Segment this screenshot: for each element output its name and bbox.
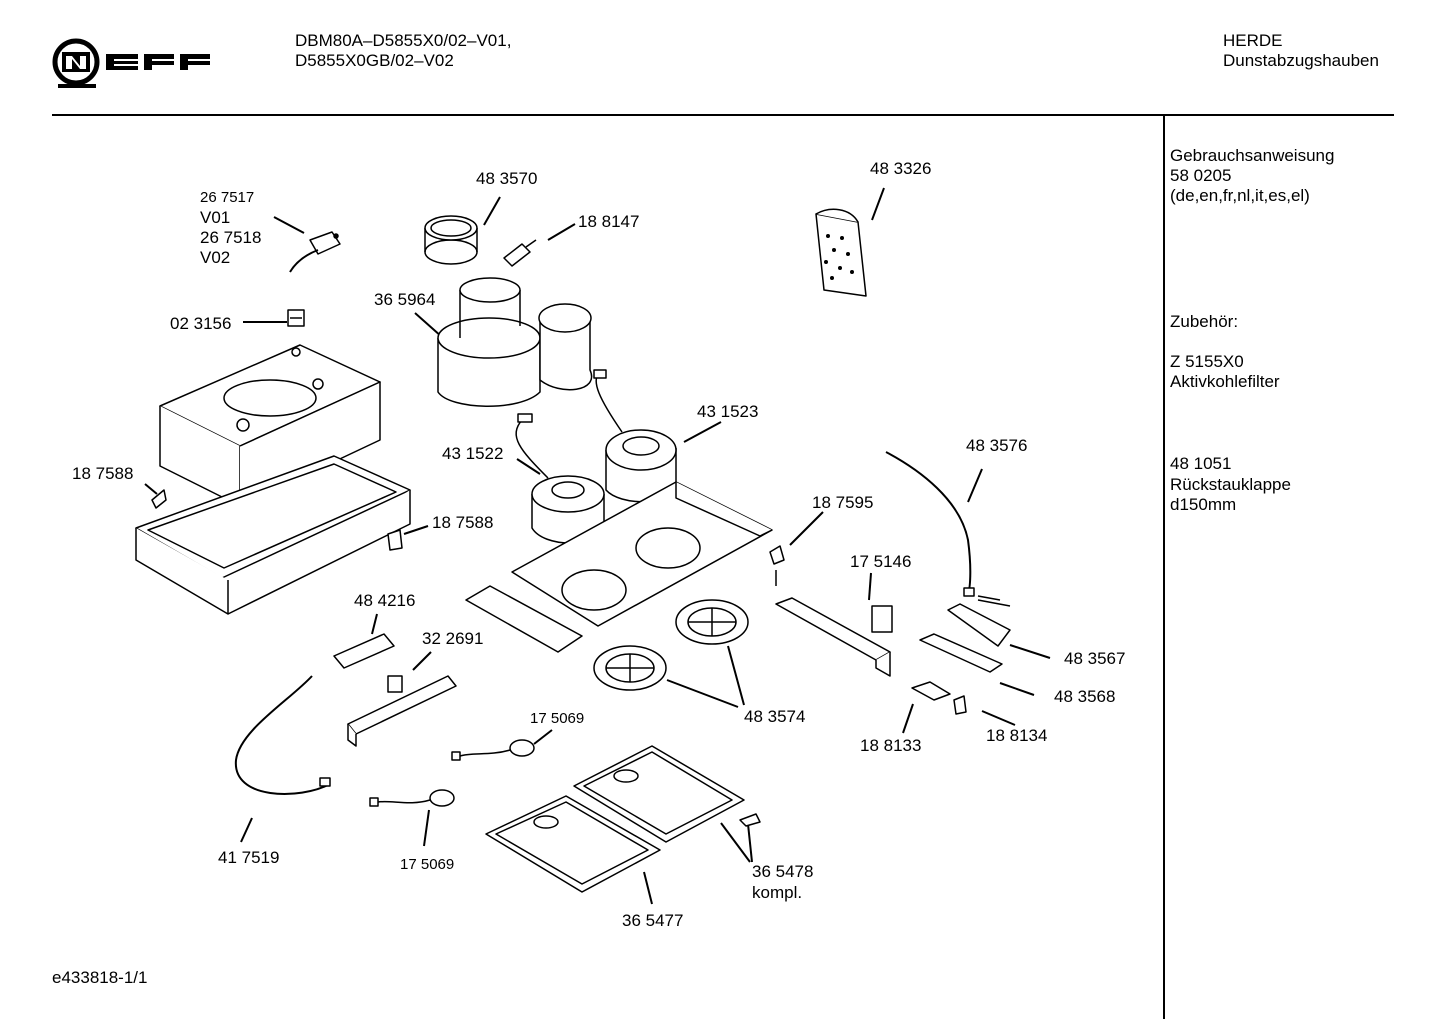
label-48-4216: 48 4216 — [354, 591, 416, 610]
switch-cable — [885, 451, 1011, 607]
accessory-1-number: Z 5155X0 — [1170, 352, 1244, 371]
clip-18-8133 — [911, 681, 951, 701]
grille-2 — [675, 599, 749, 645]
front-strip — [465, 585, 583, 653]
fixing-nut — [287, 309, 305, 327]
label-43-1522: 43 1522 — [442, 444, 504, 463]
manual-number: 58 0205 — [1170, 166, 1232, 185]
control-rail — [775, 597, 893, 677]
accessory-2-number: 48 1051 — [1170, 454, 1232, 473]
label-48-3574: 48 3574 — [744, 707, 806, 726]
exploded-parts-diagram — [135, 187, 1051, 905]
model-line-2: D5855X0GB/02–V02 — [295, 51, 454, 70]
label-18-7588-right: 18 7588 — [432, 513, 494, 532]
label-18-7588-left: 18 7588 — [72, 464, 134, 483]
label-48-3568: 48 3568 — [1054, 687, 1116, 706]
capacitor — [503, 239, 537, 267]
model-line-1: DBM80A–D5855X0/02–V01, — [295, 31, 512, 50]
label-v01: V01 — [200, 208, 231, 227]
label-18-8147: 18 8147 — [578, 212, 640, 231]
manual-title: Gebrauchsanweisung — [1170, 146, 1335, 165]
air-guide — [437, 277, 593, 407]
label-36-5964: 36 5964 — [374, 290, 436, 309]
manual-languages: (de,en,fr,nl,it,es,el) — [1170, 186, 1310, 205]
clip-left — [151, 489, 167, 509]
label-43-1523: 43 1523 — [697, 402, 759, 421]
clip-18-8134 — [953, 695, 967, 715]
grease-filter-left — [485, 795, 661, 893]
power-cable — [289, 231, 341, 273]
accessory-2-size: d150mm — [1170, 495, 1237, 514]
mounting-frame — [135, 455, 411, 615]
sidebar-divider — [1163, 116, 1165, 1019]
channel — [347, 675, 457, 747]
label-32-2691: 32 2691 — [422, 629, 484, 648]
accessories-title: Zubehör: — [1170, 312, 1239, 331]
label-36-5478: 36 5478 — [752, 862, 814, 881]
label-02-3156: 02 3156 — [170, 314, 232, 333]
label-17-5146: 17 5146 — [850, 552, 912, 571]
motor-right — [593, 369, 677, 503]
screw-bag — [815, 208, 867, 297]
lamp-upper — [451, 739, 535, 761]
label-36-5477: 36 5477 — [622, 911, 684, 930]
label-48-3326: 48 3326 — [870, 159, 932, 178]
control-unit — [919, 603, 1011, 673]
lamp-lower — [369, 789, 455, 807]
bracket — [769, 545, 785, 586]
filter-clip — [739, 813, 761, 827]
label-18-8134: 18 8134 — [986, 726, 1048, 745]
leader-lines — [144, 187, 1051, 905]
label-48-3570: 48 3570 — [476, 169, 538, 188]
housing — [159, 344, 381, 507]
cable-harness — [234, 675, 331, 795]
label-26-7518: 26 7518 — [200, 228, 262, 247]
label-v02: V02 — [200, 248, 231, 267]
label-17-5069-upper: 17 5069 — [530, 710, 585, 727]
accessory-2-name: Rückstauklappe — [1170, 475, 1291, 494]
motor-left — [515, 413, 605, 544]
label-26-7517: 26 7517 — [200, 189, 255, 206]
duct-ring — [424, 215, 478, 265]
label-18-8133: 18 8133 — [860, 736, 922, 755]
neff-logo — [48, 36, 218, 97]
clip-right — [387, 529, 403, 551]
grease-filter-right — [573, 745, 745, 843]
category-line-2: Dunstabzugshauben — [1223, 51, 1379, 70]
accessory-1-name: Aktivkohlefilter — [1170, 372, 1280, 391]
holder — [333, 633, 395, 669]
grille-1 — [593, 645, 667, 691]
label-48-3567: 48 3567 — [1064, 649, 1126, 668]
label-48-3576: 48 3576 — [966, 436, 1028, 455]
category-line-1: HERDE — [1223, 31, 1283, 50]
label-kompl: kompl. — [752, 883, 803, 902]
label-41-7519: 41 7519 — [218, 848, 280, 867]
drawing-id: e433818-1/1 — [52, 968, 148, 987]
header-divider — [52, 114, 1394, 116]
label-18-7595: 18 7595 — [812, 493, 874, 512]
label-17-5069-lower: 17 5069 — [400, 856, 455, 873]
base-plate — [511, 481, 773, 627]
